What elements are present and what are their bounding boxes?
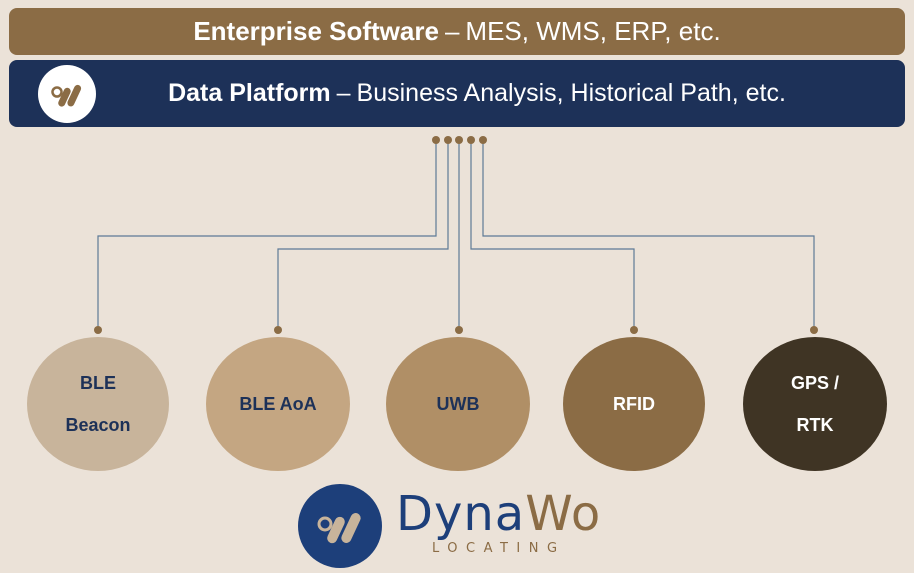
enterprise-separator: –: [444, 16, 460, 46]
platform-examples: Business Analysis, Historical Path, etc.: [356, 79, 786, 107]
connector-ble-beacon: [97, 140, 437, 330]
node-dot: [630, 326, 638, 334]
tech-label-line2: RTK: [796, 415, 834, 435]
tech-node-gps-rtk: GPS / RTK: [743, 337, 887, 471]
brand-name-part1: Dyna: [396, 486, 526, 542]
brand-name-part2: Wo: [525, 486, 602, 542]
enterprise-title: Enterprise Software: [193, 16, 439, 46]
node-dot: [274, 326, 282, 334]
data-platform-bar: Data Platform – Business Analysis, Histo…: [9, 60, 905, 127]
tech-label-line1: UWB: [436, 394, 480, 414]
dynawo-logo-icon: [298, 484, 382, 568]
brand-subtitle: LOCATING: [432, 541, 566, 556]
brand-wordmark: DynaWo: [396, 486, 601, 542]
node-dot: [810, 326, 818, 334]
tech-label-line2: Beacon: [65, 415, 131, 435]
node-dot: [94, 326, 102, 334]
tech-node-rfid: RFID: [563, 337, 705, 471]
tech-label-line1: GPS /: [790, 373, 839, 393]
connector-rfid: [470, 140, 635, 330]
port-dot: [455, 136, 463, 144]
tech-label-line1: BLE AoA: [239, 394, 317, 414]
tech-label-line1: BLE: [80, 373, 116, 393]
dynawo-logo-icon: [38, 65, 96, 123]
port-dot: [444, 136, 452, 144]
tech-node-ble-aoa: BLE AoA: [206, 337, 350, 471]
enterprise-software-bar: Enterprise Software – MES, WMS, ERP, etc…: [9, 8, 905, 55]
port-dot: [432, 136, 440, 144]
tech-node-uwb: UWB: [386, 337, 530, 471]
platform-title: Data Platform: [168, 79, 331, 107]
tech-label-line1: RFID: [613, 394, 655, 414]
connector-gps: [482, 140, 815, 330]
port-dot: [479, 136, 487, 144]
port-dot: [467, 136, 475, 144]
node-dot: [455, 326, 463, 334]
enterprise-examples: MES, WMS, ERP, etc.: [465, 16, 721, 46]
connector-ble-aoa: [277, 140, 449, 330]
tech-node-ble-beacon: BLE Beacon: [27, 337, 169, 471]
platform-separator: –: [336, 79, 351, 107]
